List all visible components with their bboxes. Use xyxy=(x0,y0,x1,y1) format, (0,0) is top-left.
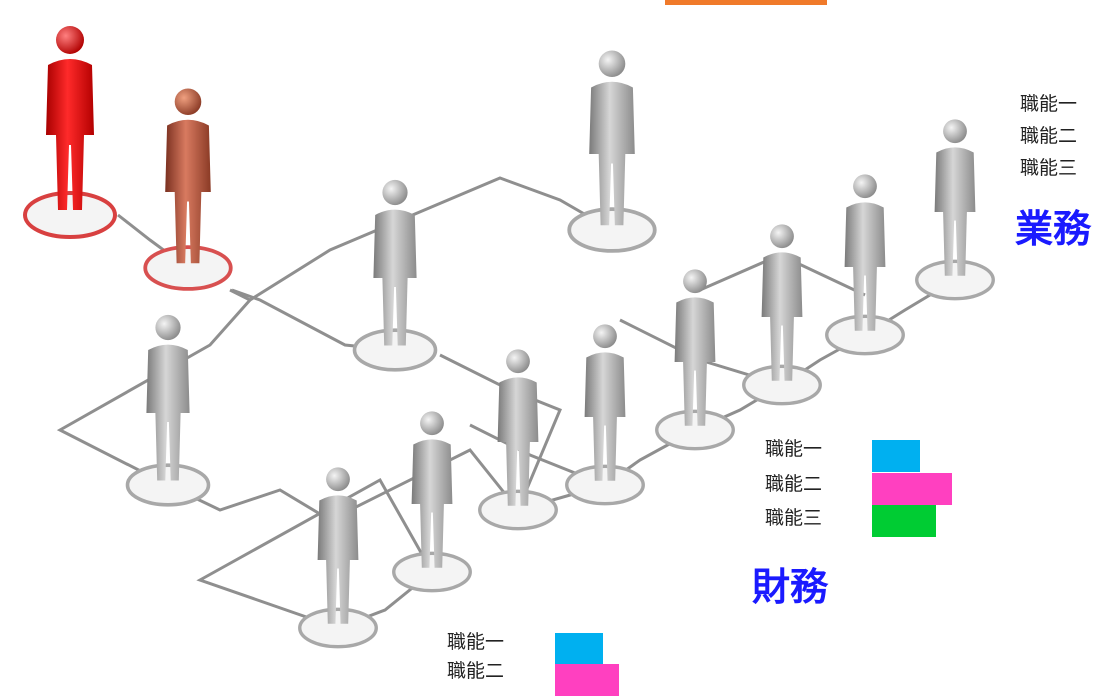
finance-function-1-label: 職能一 xyxy=(765,438,823,460)
person-body xyxy=(589,81,635,226)
person-figure xyxy=(23,26,117,239)
connector-line xyxy=(229,176,613,302)
person-figure xyxy=(565,324,645,506)
third-function-1-label: 職能一 xyxy=(447,631,505,653)
person-body xyxy=(844,202,886,331)
person-body xyxy=(373,209,417,346)
person-base-ring xyxy=(392,551,472,593)
person-figure xyxy=(742,224,822,406)
person-base-ring xyxy=(125,463,211,507)
person-body xyxy=(165,119,211,264)
person-figure xyxy=(392,411,472,593)
person-base-ring xyxy=(23,191,117,239)
finance-function-3-label: 職能三 xyxy=(765,507,823,529)
person-base-ring xyxy=(742,364,822,406)
third-function-2-bar xyxy=(555,664,619,696)
person-head xyxy=(593,324,617,349)
person-figure xyxy=(352,179,438,372)
sales-function-1-label: 職能一 xyxy=(1020,93,1078,115)
person-head xyxy=(683,269,707,294)
person-base-ring xyxy=(915,259,995,301)
person-base-ring xyxy=(478,489,558,531)
person-body xyxy=(761,252,803,381)
sales-function-2-label: 職能二 xyxy=(1020,125,1078,147)
person-head xyxy=(598,50,626,78)
person-figure xyxy=(655,269,735,451)
person-body xyxy=(46,59,94,210)
person-head xyxy=(56,26,84,54)
person-body xyxy=(497,377,539,506)
person-body xyxy=(411,439,453,568)
person-base-ring xyxy=(298,607,378,649)
person-base-ring xyxy=(655,409,735,451)
person-head xyxy=(943,119,967,144)
third-function-1-bar xyxy=(555,633,603,665)
orange-header-bar xyxy=(665,0,827,5)
person-figure xyxy=(143,88,233,291)
person-figure xyxy=(478,349,558,531)
person-body xyxy=(317,495,359,624)
sales-department-title: 業務 xyxy=(1015,207,1092,251)
person-head xyxy=(382,179,408,206)
person-head xyxy=(326,467,350,492)
person-base-ring xyxy=(143,245,233,291)
person-head xyxy=(853,174,877,199)
person-head xyxy=(155,314,181,341)
people-figures xyxy=(23,26,995,649)
person-head xyxy=(420,411,444,436)
person-figure xyxy=(567,50,657,253)
person-base-ring xyxy=(565,464,645,506)
person-base-ring xyxy=(352,328,438,372)
connector-line xyxy=(56,299,252,487)
finance-function-1-bar xyxy=(872,440,920,472)
person-figure xyxy=(298,467,378,649)
person-head xyxy=(174,88,202,116)
person-body xyxy=(674,297,716,426)
finance-function-2-label: 職能二 xyxy=(765,473,823,495)
person-body xyxy=(584,352,626,481)
person-head xyxy=(770,224,794,249)
person-figure xyxy=(825,174,905,356)
person-base-ring xyxy=(567,207,657,253)
connector-line xyxy=(196,477,434,630)
person-head xyxy=(506,349,530,374)
person-base-ring xyxy=(825,314,905,356)
connector-line xyxy=(167,448,520,522)
person-figure xyxy=(915,119,995,301)
person-figure xyxy=(125,314,211,507)
person-body xyxy=(934,147,976,276)
third-function-2-label: 職能二 xyxy=(447,660,505,682)
finance-function-3-bar xyxy=(872,505,936,537)
finance-department-title: 財務 xyxy=(752,565,829,609)
sales-function-3-label: 職能三 xyxy=(1020,157,1078,179)
finance-function-2-bar xyxy=(872,473,952,505)
person-body xyxy=(146,344,190,481)
